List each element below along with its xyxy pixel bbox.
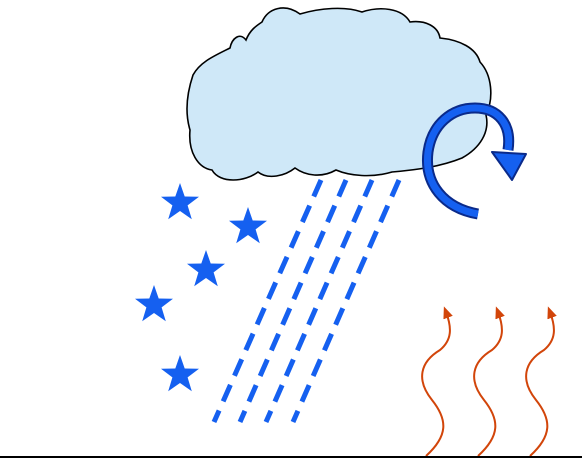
rain-streak bbox=[293, 180, 399, 422]
heat-wave-arrow-icon bbox=[422, 312, 450, 456]
rain-streak bbox=[214, 180, 321, 422]
cloud-icon bbox=[187, 8, 491, 180]
star-icon bbox=[161, 183, 199, 219]
rain-streak bbox=[240, 180, 346, 422]
star-icon bbox=[161, 355, 199, 391]
heat-wave-arrow-icon bbox=[526, 312, 554, 456]
star-icon bbox=[187, 250, 225, 286]
rain-streak bbox=[266, 180, 372, 422]
star-icon bbox=[135, 285, 173, 321]
star-icon bbox=[229, 207, 267, 243]
heat-wave-arrow-icon bbox=[474, 312, 502, 456]
